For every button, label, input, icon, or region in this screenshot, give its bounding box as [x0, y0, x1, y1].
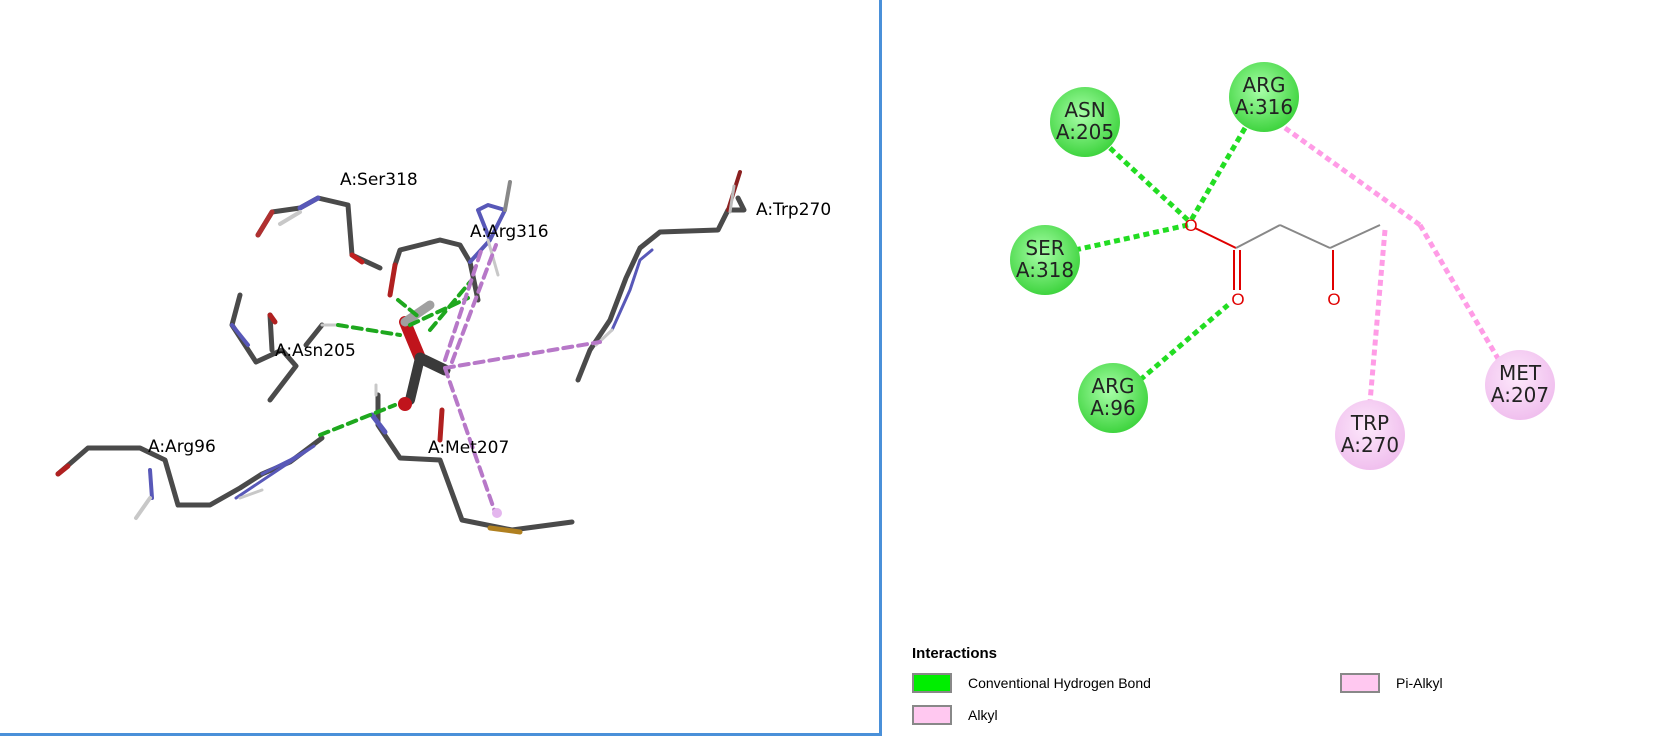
legend-label-hbond: Conventional Hydrogen Bond	[968, 675, 1151, 691]
3d-hbond-dashes	[318, 280, 472, 437]
3d-view-panel[interactable]: A:Ser318 A:Arg316 A:Trp270 A:Asn205 A:Ar…	[0, 0, 882, 736]
node-trp270-id: A:270	[1341, 433, 1399, 457]
label-trp270: A:Trp270	[756, 200, 831, 220]
2d-diagram-canvas: O O O ASN A:205 ARG A:316 SER A:318 ARG …	[1010, 62, 1555, 470]
hbond-arg96	[1138, 303, 1230, 382]
node-arg316[interactable]: ARG A:316	[1229, 62, 1299, 132]
node-ser318-id: A:318	[1016, 258, 1074, 282]
node-arg96-id: A:96	[1090, 396, 1136, 420]
atom-o-carbonyl-2: O	[1327, 290, 1340, 309]
legend-label-pialkyl: Pi-Alkyl	[1396, 675, 1443, 691]
node-asn205-id: A:205	[1056, 120, 1114, 144]
node-met207-id: A:207	[1491, 383, 1549, 407]
label-ser318: A:Ser318	[340, 170, 418, 190]
label-asn205: A:Asn205	[275, 341, 356, 361]
node-met207-name: MET	[1499, 361, 1542, 385]
legend-item-hbond: Conventional Hydrogen Bond	[912, 673, 1151, 693]
node-met207[interactable]: MET A:207	[1485, 350, 1555, 420]
label-met207: A:Met207	[428, 438, 509, 458]
ligand-stick	[398, 300, 451, 411]
legend-label-alkyl: Alkyl	[968, 707, 998, 723]
legend-item-alkyl: Alkyl	[912, 705, 998, 725]
legend-swatch-pialkyl	[1340, 673, 1380, 693]
node-arg96[interactable]: ARG A:96	[1078, 363, 1148, 433]
node-ser318[interactable]: SER A:318	[1010, 225, 1080, 295]
ligand-skeleton	[1194, 224, 1381, 290]
node-trp270[interactable]: TRP A:270	[1335, 400, 1405, 470]
trp270-stick	[575, 170, 747, 383]
ser318-stick	[255, 195, 383, 271]
met207-stick	[369, 383, 575, 535]
2d-interaction-panel[interactable]: O O O ASN A:205 ARG A:316 SER A:318 ARG …	[900, 0, 1654, 742]
legend-swatch-hbond	[912, 673, 952, 693]
node-asn205[interactable]: ASN A:205	[1050, 87, 1120, 157]
alkyl-arg316	[1283, 125, 1422, 228]
node-arg316-name: ARG	[1242, 73, 1285, 97]
atom-o-carbonyl-1: O	[1231, 290, 1244, 309]
node-ser318-name: SER	[1025, 236, 1064, 260]
legend-item-pialkyl: Pi-Alkyl	[1340, 673, 1443, 693]
label-arg96: A:Arg96	[148, 437, 216, 457]
alkyl-met207	[1417, 223, 1503, 364]
hbond-arg316	[1187, 126, 1248, 224]
pialkyl-trp270	[1367, 229, 1388, 403]
legend-swatch-alkyl	[912, 705, 952, 725]
3d-alkyl-dashes	[443, 243, 602, 514]
node-arg96-name: ARG	[1091, 374, 1134, 398]
3d-structure-canvas: A:Ser318 A:Arg316 A:Trp270 A:Asn205 A:Ar…	[55, 170, 831, 535]
node-trp270-name: TRP	[1350, 411, 1389, 435]
legend-title: Interactions	[912, 645, 998, 662]
interactions-legend: Interactions Conventional Hydrogen Bond …	[912, 645, 1652, 740]
label-arg316: A:Arg316	[470, 222, 549, 242]
node-asn205-name: ASN	[1064, 98, 1105, 122]
hbond-ser318	[1074, 222, 1189, 253]
arg96-stick	[55, 435, 325, 520]
hbond-asn205	[1108, 146, 1192, 224]
atom-o-ester: O	[1184, 216, 1197, 235]
node-arg316-id: A:316	[1235, 95, 1293, 119]
